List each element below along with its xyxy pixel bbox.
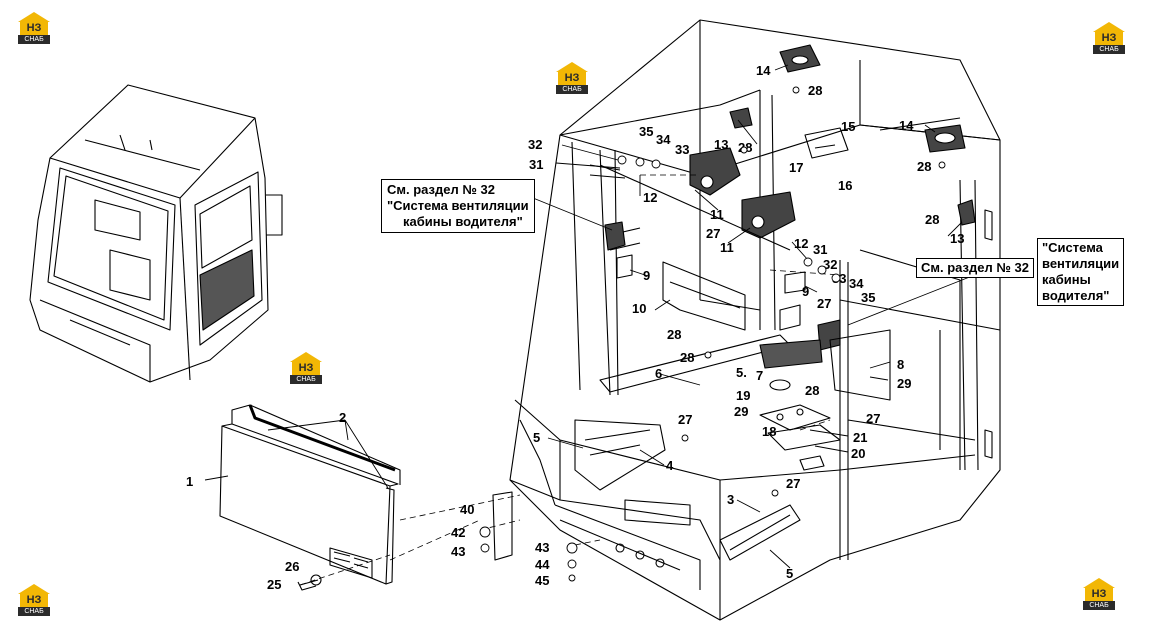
logo-text: НЗ xyxy=(1095,31,1123,45)
nz-snab-logo: НЗ СНАБ xyxy=(14,584,54,618)
callout: 5. xyxy=(736,365,747,380)
reference-note-right: "Система вентиляции кабины водителя" xyxy=(1037,238,1125,306)
callout: 2 xyxy=(339,410,346,425)
logo-text: НЗ xyxy=(20,593,48,607)
callout: 14 xyxy=(756,63,771,78)
callout: 28 xyxy=(805,383,819,398)
callout: 34 xyxy=(656,132,671,147)
callout: 20 xyxy=(851,446,865,461)
callout: 17 xyxy=(789,160,803,175)
logo-subtext: СНАБ xyxy=(18,35,50,44)
logo-subtext: СНАБ xyxy=(556,85,588,94)
reference-note-left: См. раздел № 32 "Система вентиляции каби… xyxy=(381,179,535,233)
callout: 28 xyxy=(680,350,694,365)
logo-text: НЗ xyxy=(20,21,48,35)
callout: 5 xyxy=(533,430,540,445)
callout: 27 xyxy=(866,411,880,426)
callout-labels: 1 2 3 4 5 5 5 5. 6 7 8 9 9 10 11 11 12 1… xyxy=(186,63,964,592)
callout: 13 xyxy=(714,137,728,152)
callout: 27 xyxy=(678,412,692,427)
callout: 28 xyxy=(808,83,822,98)
callout: 11 xyxy=(720,240,734,255)
callout: 12 xyxy=(643,190,657,205)
note-line: кабины xyxy=(1042,272,1091,287)
callout: 28 xyxy=(925,212,939,227)
note-line: кабины водителя" xyxy=(403,214,523,229)
note-line: вентиляции xyxy=(1042,256,1120,271)
cab-overview-drawing xyxy=(29,84,283,383)
callout: 3 xyxy=(727,492,734,507)
callout: 11 xyxy=(710,207,724,222)
callout: 34 xyxy=(849,276,864,291)
callout: 27 xyxy=(817,296,831,311)
callout: 33 xyxy=(675,142,689,157)
note-line: См. раздел № 32 xyxy=(921,260,1029,275)
callout: 4 xyxy=(666,458,674,473)
callout: 29 xyxy=(734,404,748,419)
callout: 15 xyxy=(841,119,855,134)
nz-snab-logo: НЗ СНАБ xyxy=(286,352,326,386)
callout: 5 xyxy=(786,566,793,581)
callout: 43 xyxy=(451,544,465,559)
callout: 14 xyxy=(899,118,914,133)
nz-snab-logo: НЗ СНАБ xyxy=(14,12,54,46)
note-line: водителя" xyxy=(1042,288,1110,303)
callout: 16 xyxy=(838,178,852,193)
callout: 28 xyxy=(917,159,931,174)
callout: 7 xyxy=(756,368,763,383)
callout: 13 xyxy=(950,231,964,246)
callout: 40 xyxy=(460,502,474,517)
logo-text: НЗ xyxy=(558,71,586,85)
callout: 26 xyxy=(285,559,299,574)
reference-note-right-section: См. раздел № 32 xyxy=(916,258,1034,278)
callout: 19 xyxy=(736,388,750,403)
interior-parts-drawing xyxy=(492,44,976,561)
cab-frame-drawing xyxy=(509,19,1001,621)
callout: 31 xyxy=(529,157,543,172)
note-line: "Система вентиляции xyxy=(387,198,529,213)
callout: 31 xyxy=(813,242,827,257)
logo-subtext: СНАБ xyxy=(1093,45,1125,54)
hardware-glyphs xyxy=(479,86,946,582)
callout: 35 xyxy=(861,290,875,305)
logo-text: НЗ xyxy=(292,361,320,375)
logo-subtext: СНАБ xyxy=(1083,601,1115,610)
callout: 1 xyxy=(186,474,193,489)
callout: 12 xyxy=(794,236,808,251)
note-line: "Система xyxy=(1042,240,1103,255)
note-line: См. раздел № 32 xyxy=(387,182,495,197)
callout: 18 xyxy=(762,424,776,439)
callout: 35 xyxy=(639,124,653,139)
logo-subtext: СНАБ xyxy=(18,607,50,616)
callout: 8 xyxy=(897,357,904,372)
callout: 45 xyxy=(535,573,549,588)
callout: 28 xyxy=(667,327,681,342)
nz-snab-logo: НЗ СНАБ xyxy=(1089,22,1129,56)
nz-snab-logo: НЗ СНАБ xyxy=(552,62,592,96)
leader-lines xyxy=(204,64,1001,569)
callout: 42 xyxy=(451,525,465,540)
assembly-lines xyxy=(299,174,841,586)
callout: 32 xyxy=(823,257,837,272)
callout: 43 xyxy=(535,540,549,555)
nz-snab-logo: НЗ СНАБ xyxy=(1079,578,1119,612)
rear-panel-drawing xyxy=(219,404,401,591)
callout: 25 xyxy=(267,577,281,592)
callout: 44 xyxy=(535,557,550,572)
logo-subtext: СНАБ xyxy=(290,375,322,384)
callout: 9 xyxy=(802,284,809,299)
callout: 6 xyxy=(655,366,662,381)
callout: 27 xyxy=(786,476,800,491)
callout: 27 xyxy=(706,226,720,241)
logo-text: НЗ xyxy=(1085,587,1113,601)
callout: 10 xyxy=(632,301,646,316)
callout: 21 xyxy=(853,430,867,445)
callout: 32 xyxy=(528,137,542,152)
callout: 9 xyxy=(643,268,650,283)
callout: 29 xyxy=(897,376,911,391)
